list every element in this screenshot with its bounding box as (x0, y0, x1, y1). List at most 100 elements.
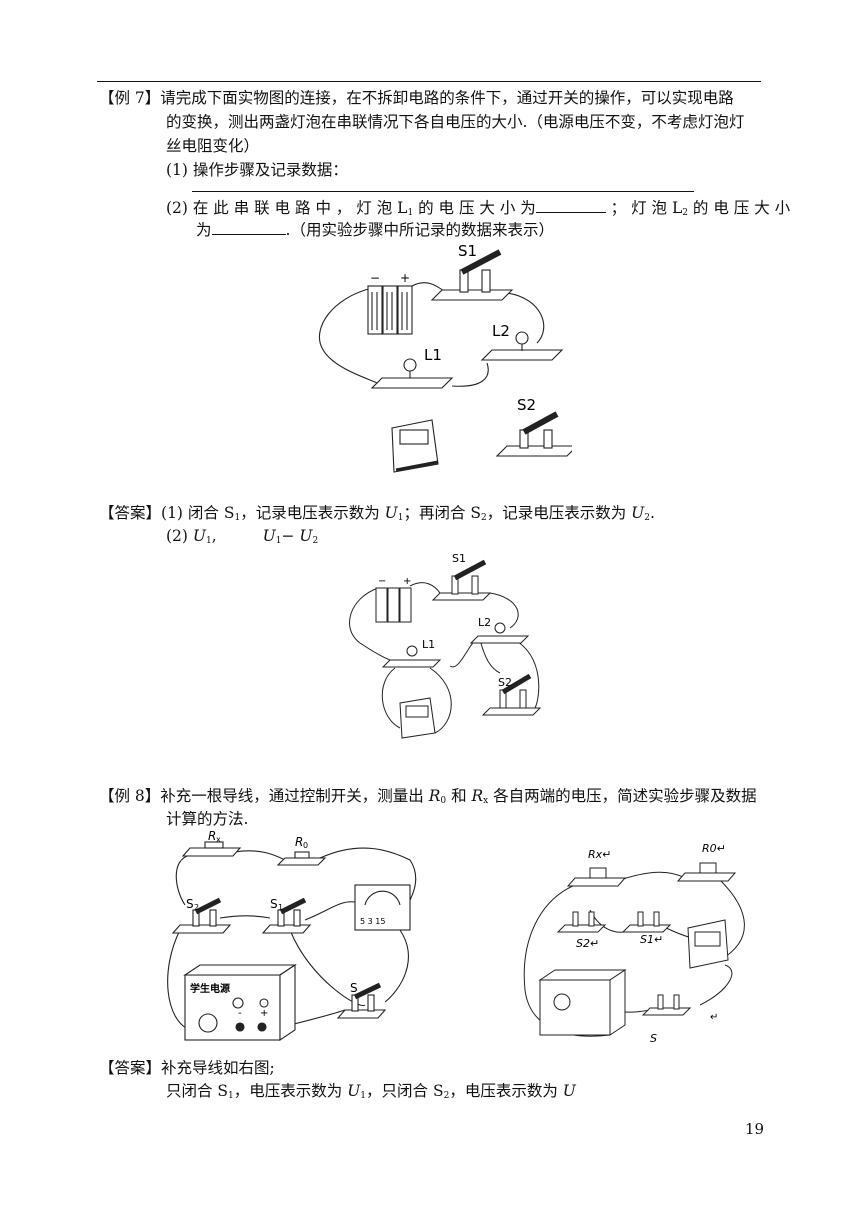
answer7-sub: 2 (480, 513, 487, 523)
answer8-a: 只闭合 S (166, 1082, 229, 1100)
fig1-label-minus: − (370, 271, 380, 285)
fig2-label-plus: + (403, 576, 411, 587)
circuit-figure-example7: S1 L2 L1 S2 − + (312, 238, 572, 478)
fig3-label-plus: + (260, 1008, 268, 1019)
example8-line2: 计算的方法. (166, 810, 249, 828)
answer7-u: U (631, 504, 645, 522)
example8-r: R (428, 787, 441, 805)
fig2-label-s1: S1 (452, 552, 466, 565)
fig3-label-s1-sub: 1 (278, 903, 283, 912)
example8-line1: 【例 8】补充一根导线，通过控制开关，测量出 R0 和 Rx 各自两端的电压，简… (99, 786, 757, 811)
answer7-line1: 【答案】(1) 闭合 S1，记录电压表示数为 U1；再闭合 S2，记录电压表示数… (99, 503, 655, 528)
answer7-u: U (384, 504, 398, 522)
fig3-label-rx-sub: x (216, 835, 221, 844)
answer8-line2: 只闭合 S1，电压表示数为 U1，只闭合 S2，电压表示数为 U (166, 1081, 576, 1106)
fig2-label-s2: S2 (498, 676, 512, 689)
answer7-a1d: ，记录电压表示数为 (486, 504, 632, 522)
q2-text-a: (2) 在 此 串 联 电 路 中 ， 灯 泡 L (166, 199, 408, 217)
answer7-sub: 2 (312, 536, 319, 546)
answer-blank-line (192, 191, 694, 192)
top-rule (97, 81, 761, 82)
circuit-figure-example8-left: R x R 0 S 2 S 1 S 学生电源 5 3 15 - + (160, 830, 450, 1052)
fig3-label-r0-sub: 0 (303, 841, 308, 850)
answer8-tag: 【答案】 (99, 1059, 162, 1077)
answer8-text1: 补充导线如右图; (161, 1059, 275, 1077)
example7-q2-line1: (2) 在 此 串 联 电 路 中 ， 灯 泡 L1 的 电 压 大 小 为 ；… (166, 198, 790, 223)
answer7-sub: 1 (234, 513, 241, 523)
circuit-figure-answer7: S1 L2 L1 S2 − + (340, 548, 550, 748)
answer8-b: ，电压表示数为 (233, 1082, 348, 1100)
answer7-a1: (1) 闭合 S (161, 504, 235, 522)
fig2-label-l1: L1 (422, 638, 435, 651)
example7-line2: 的变换，测出两盏灯泡在串联情况下各自电压的大小.（电源电压不变，不考虑灯泡灯 (166, 113, 745, 131)
fig1-label-s2: S2 (517, 396, 536, 414)
page-number: 19 (745, 1120, 765, 1138)
answer7-line2: (2) U1,U1− U2 (166, 526, 318, 551)
q2-sub2: 2 (682, 208, 688, 218)
fig4-label-rx: Rx↵ (588, 848, 611, 861)
example7-line3: 丝电阻变化） (166, 137, 260, 155)
circuit-figure-example8-right: Rx↵ R0↵ S2↵ S1↵ S ↵ (510, 840, 760, 1050)
example8-r: R (471, 787, 484, 805)
answer7-a2: (2) (166, 527, 193, 545)
blank-l1-voltage[interactable] (535, 198, 606, 213)
example8-text-b: 和 (446, 787, 472, 805)
fig3-label-s1: S (270, 897, 278, 911)
answer8-line1: 【答案】补充导线如右图; (99, 1058, 275, 1078)
fig1-label-plus: + (400, 271, 410, 285)
example8-text-a: 补充一根导线，通过控制开关，测量出 (160, 787, 429, 805)
answer8-sub: 2 (443, 1091, 450, 1101)
fig2-label-l2: L2 (478, 616, 491, 629)
answer8-sub: 1 (360, 1091, 367, 1101)
fig4-label-s1: S1↵ (640, 933, 663, 946)
q2-text-f: .（用实验步骤中所记录的数据来表示） (285, 221, 554, 239)
answer7-a1c: ；再闭合 S (403, 504, 481, 522)
fig1-label-l2: L2 (492, 322, 510, 340)
fig4-label-s: S (650, 1032, 657, 1045)
answer7-sub: 1 (275, 536, 282, 546)
answer7-tag: 【答案】 (99, 504, 162, 522)
example8-sub: x (483, 796, 489, 806)
answer7-u: U (299, 527, 313, 545)
answer7-a1e: . (649, 504, 655, 522)
answer8-c: ，只闭合 S (366, 1082, 444, 1100)
fig1-label-l1: L1 (424, 346, 442, 364)
fig4-return-mark: ↵ (710, 1012, 718, 1023)
answer7-sub: 2 (644, 513, 650, 523)
fig3-label-s2: S (186, 897, 194, 911)
q2-text-b: 的 电 压 大 小 为 (413, 199, 536, 217)
q2-sub1: 1 (407, 208, 414, 218)
fig3-label-s: S (350, 981, 358, 995)
example8-tag: 【例 8】 (99, 787, 161, 805)
answer8-sub: 1 (228, 1091, 234, 1101)
fig3-label-psu: 学生电源 (190, 982, 230, 995)
answer7-u: U (262, 527, 276, 545)
fig3-label-r0: R (295, 835, 303, 849)
fig4-label-s2: S2↵ (576, 937, 599, 950)
answer8-u: U (562, 1082, 576, 1100)
example7-q2-line2: 为.（用实验步骤中所记录的数据来表示） (196, 220, 554, 240)
fig2-label-minus: − (378, 576, 386, 587)
example7-text1: 请完成下面实物图的连接，在不拆卸电路的条件下，通过开关的操作，可以实现电路 (160, 89, 734, 107)
fig3-label-minus: - (238, 1008, 242, 1019)
answer8-d: ，电压表示数为 (449, 1082, 563, 1100)
example7-tag: 【例 7】 (99, 89, 161, 107)
answer7-a2c: − (281, 527, 295, 545)
q2-text-d: 的 电 压 大 小 (688, 199, 791, 217)
example8-sub: 0 (440, 796, 447, 806)
fig3-label-meter-scale: 5 3 15 (360, 917, 385, 926)
fig3-label-rx: R (208, 830, 216, 843)
fig4-label-r0: R0↵ (702, 842, 726, 855)
blank-l2-voltage[interactable] (211, 220, 286, 235)
answer7-a2b: , (211, 527, 217, 545)
answer7-u: U (192, 527, 206, 545)
example8-text-c: 各自两端的电压，简述实验步骤及数据 (488, 787, 757, 805)
fig1-label-s1: S1 (458, 242, 477, 260)
answer7-sub: 1 (205, 536, 212, 546)
answer7-a1b: ，记录电压表示数为 (240, 504, 385, 522)
fig3-label-s2-sub: 2 (194, 903, 199, 912)
answer8-u: U (347, 1082, 361, 1100)
example7-q1: (1) 操作步骤及记录数据： (166, 161, 348, 179)
q2-text-c: ； 灯 泡 L (605, 199, 683, 217)
